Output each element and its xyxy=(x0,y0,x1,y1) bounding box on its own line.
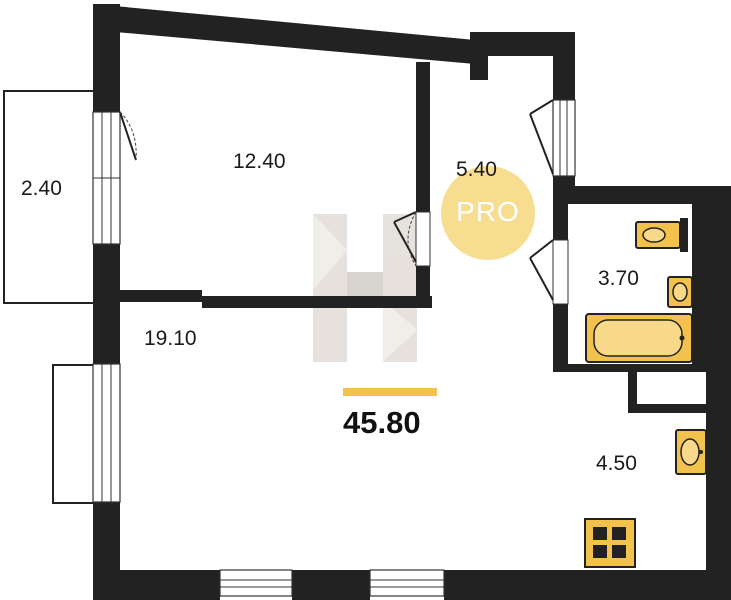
window-hall xyxy=(552,99,576,177)
room-area-balcony: 2.40 xyxy=(21,177,62,200)
loggia-outline xyxy=(52,364,96,504)
stove-icon xyxy=(584,518,636,568)
bathroom-door xyxy=(529,239,569,305)
window-bedroom xyxy=(92,111,121,245)
pro-badge-circle xyxy=(441,166,535,260)
hall-door xyxy=(529,99,554,175)
balcony-door xyxy=(119,111,137,161)
window-bottom-right xyxy=(369,569,445,597)
window-living xyxy=(92,363,121,503)
toilet-icon xyxy=(635,218,688,252)
total-area: 45.80 xyxy=(343,405,421,440)
total-area-accent-bar xyxy=(343,388,437,396)
sink-icon xyxy=(667,276,693,308)
bathtub-icon xyxy=(585,313,693,363)
window-bottom-left xyxy=(219,569,293,597)
kitchen-sink-icon xyxy=(675,429,707,475)
room-area-hallway: 5.40 xyxy=(456,158,497,181)
room-area-bedroom: 12.40 xyxy=(233,150,286,173)
room-area-kitchen: 4.50 xyxy=(596,452,637,475)
pro-badge-text: PRO xyxy=(456,196,520,227)
room-area-living: 19.10 xyxy=(144,327,197,350)
bedroom-door xyxy=(393,211,431,267)
room-area-bathroom: 3.70 xyxy=(598,267,639,290)
